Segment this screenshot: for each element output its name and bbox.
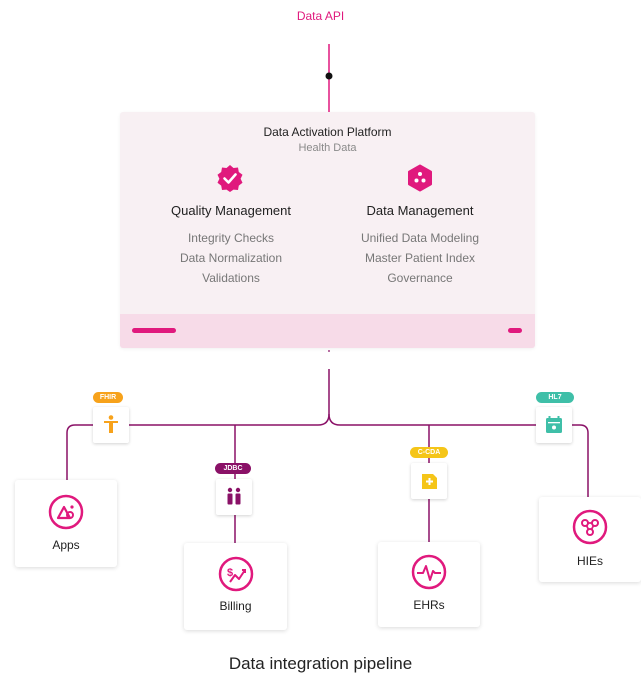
verified-badge-icon	[216, 164, 244, 192]
billing-node[interactable]: $ Billing	[184, 543, 287, 630]
people-icon	[227, 487, 241, 505]
ehrs-node[interactable]: EHRs	[378, 542, 480, 627]
ehrs-label: EHRs	[413, 598, 445, 612]
ccda-badge: C-CDA	[410, 447, 448, 458]
ehr-icon	[411, 554, 447, 590]
quality-item: Validations	[202, 271, 260, 285]
hie-icon	[572, 509, 608, 545]
platform-bar-right	[508, 328, 522, 333]
platform-subtitle: Health Data	[298, 142, 357, 154]
data-item: Master Patient Index	[364, 251, 476, 265]
jdbc-badge: JDBC	[215, 463, 251, 474]
quality-management-title: Quality Management	[171, 203, 291, 218]
hl7-badge: HL7	[536, 392, 574, 403]
billing-icon: $	[218, 556, 254, 592]
hl7-connector[interactable]	[536, 407, 572, 443]
api-dot	[325, 72, 333, 80]
apps-icon	[48, 494, 84, 530]
svg-text:$: $	[227, 567, 233, 579]
wire-apps	[66, 369, 330, 480]
data-api-label: Data API	[296, 9, 345, 23]
data-item: Unified Data Modeling	[360, 231, 480, 245]
quality-item: Data Normalization	[179, 251, 283, 265]
wire-hies	[328, 413, 589, 497]
data-activation-platform	[120, 112, 535, 348]
ccda-connector[interactable]	[411, 463, 447, 499]
document-icon	[422, 474, 437, 489]
data-item: Governance	[387, 271, 453, 285]
calendar-icon	[546, 416, 562, 433]
platform-title: Data Activation Platform	[263, 125, 392, 139]
hies-node[interactable]: HIEs	[539, 497, 641, 582]
fhir-connector[interactable]	[93, 407, 129, 443]
person-icon	[104, 415, 118, 433]
data-management-title: Data Management	[366, 203, 474, 218]
apps-label: Apps	[52, 538, 80, 552]
diagram-caption: Data integration pipeline	[228, 654, 413, 673]
data-hexagon-icon	[406, 164, 434, 192]
platform-footer-strip	[120, 314, 535, 348]
quality-item: Integrity Checks	[187, 231, 275, 245]
jdbc-connector[interactable]	[216, 479, 252, 515]
billing-label: Billing	[219, 599, 252, 613]
fhir-badge: FHIR	[93, 392, 123, 403]
platform-bar-left	[132, 328, 176, 333]
apps-node[interactable]: Apps	[15, 480, 117, 567]
hies-label: HIEs	[576, 554, 603, 568]
